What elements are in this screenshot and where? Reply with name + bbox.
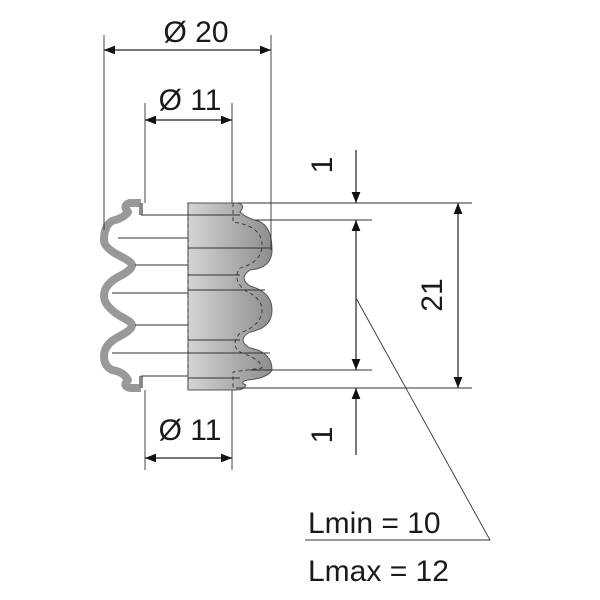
lmin-label: Lmin = 10 bbox=[308, 507, 441, 540]
bellows-wall-left bbox=[100, 199, 141, 392]
total-length-label: 21 bbox=[416, 278, 449, 311]
lmax-label: Lmax = 12 bbox=[308, 555, 449, 588]
top-flange-label: 1 bbox=[306, 157, 339, 174]
left-section-lines bbox=[112, 214, 188, 377]
outer-diameter-label: Ø 20 bbox=[163, 16, 228, 49]
inner-profile-dashed bbox=[232, 203, 263, 390]
length-leader-line bbox=[305, 297, 491, 541]
bellows-section-right bbox=[187, 202, 273, 391]
top-inner-diameter-label: Ø 11 bbox=[159, 84, 222, 117]
bottom-inner-diameter-label: Ø 11 bbox=[159, 414, 222, 447]
section-lines bbox=[188, 214, 272, 379]
bottom-flange-label: 1 bbox=[306, 427, 339, 444]
